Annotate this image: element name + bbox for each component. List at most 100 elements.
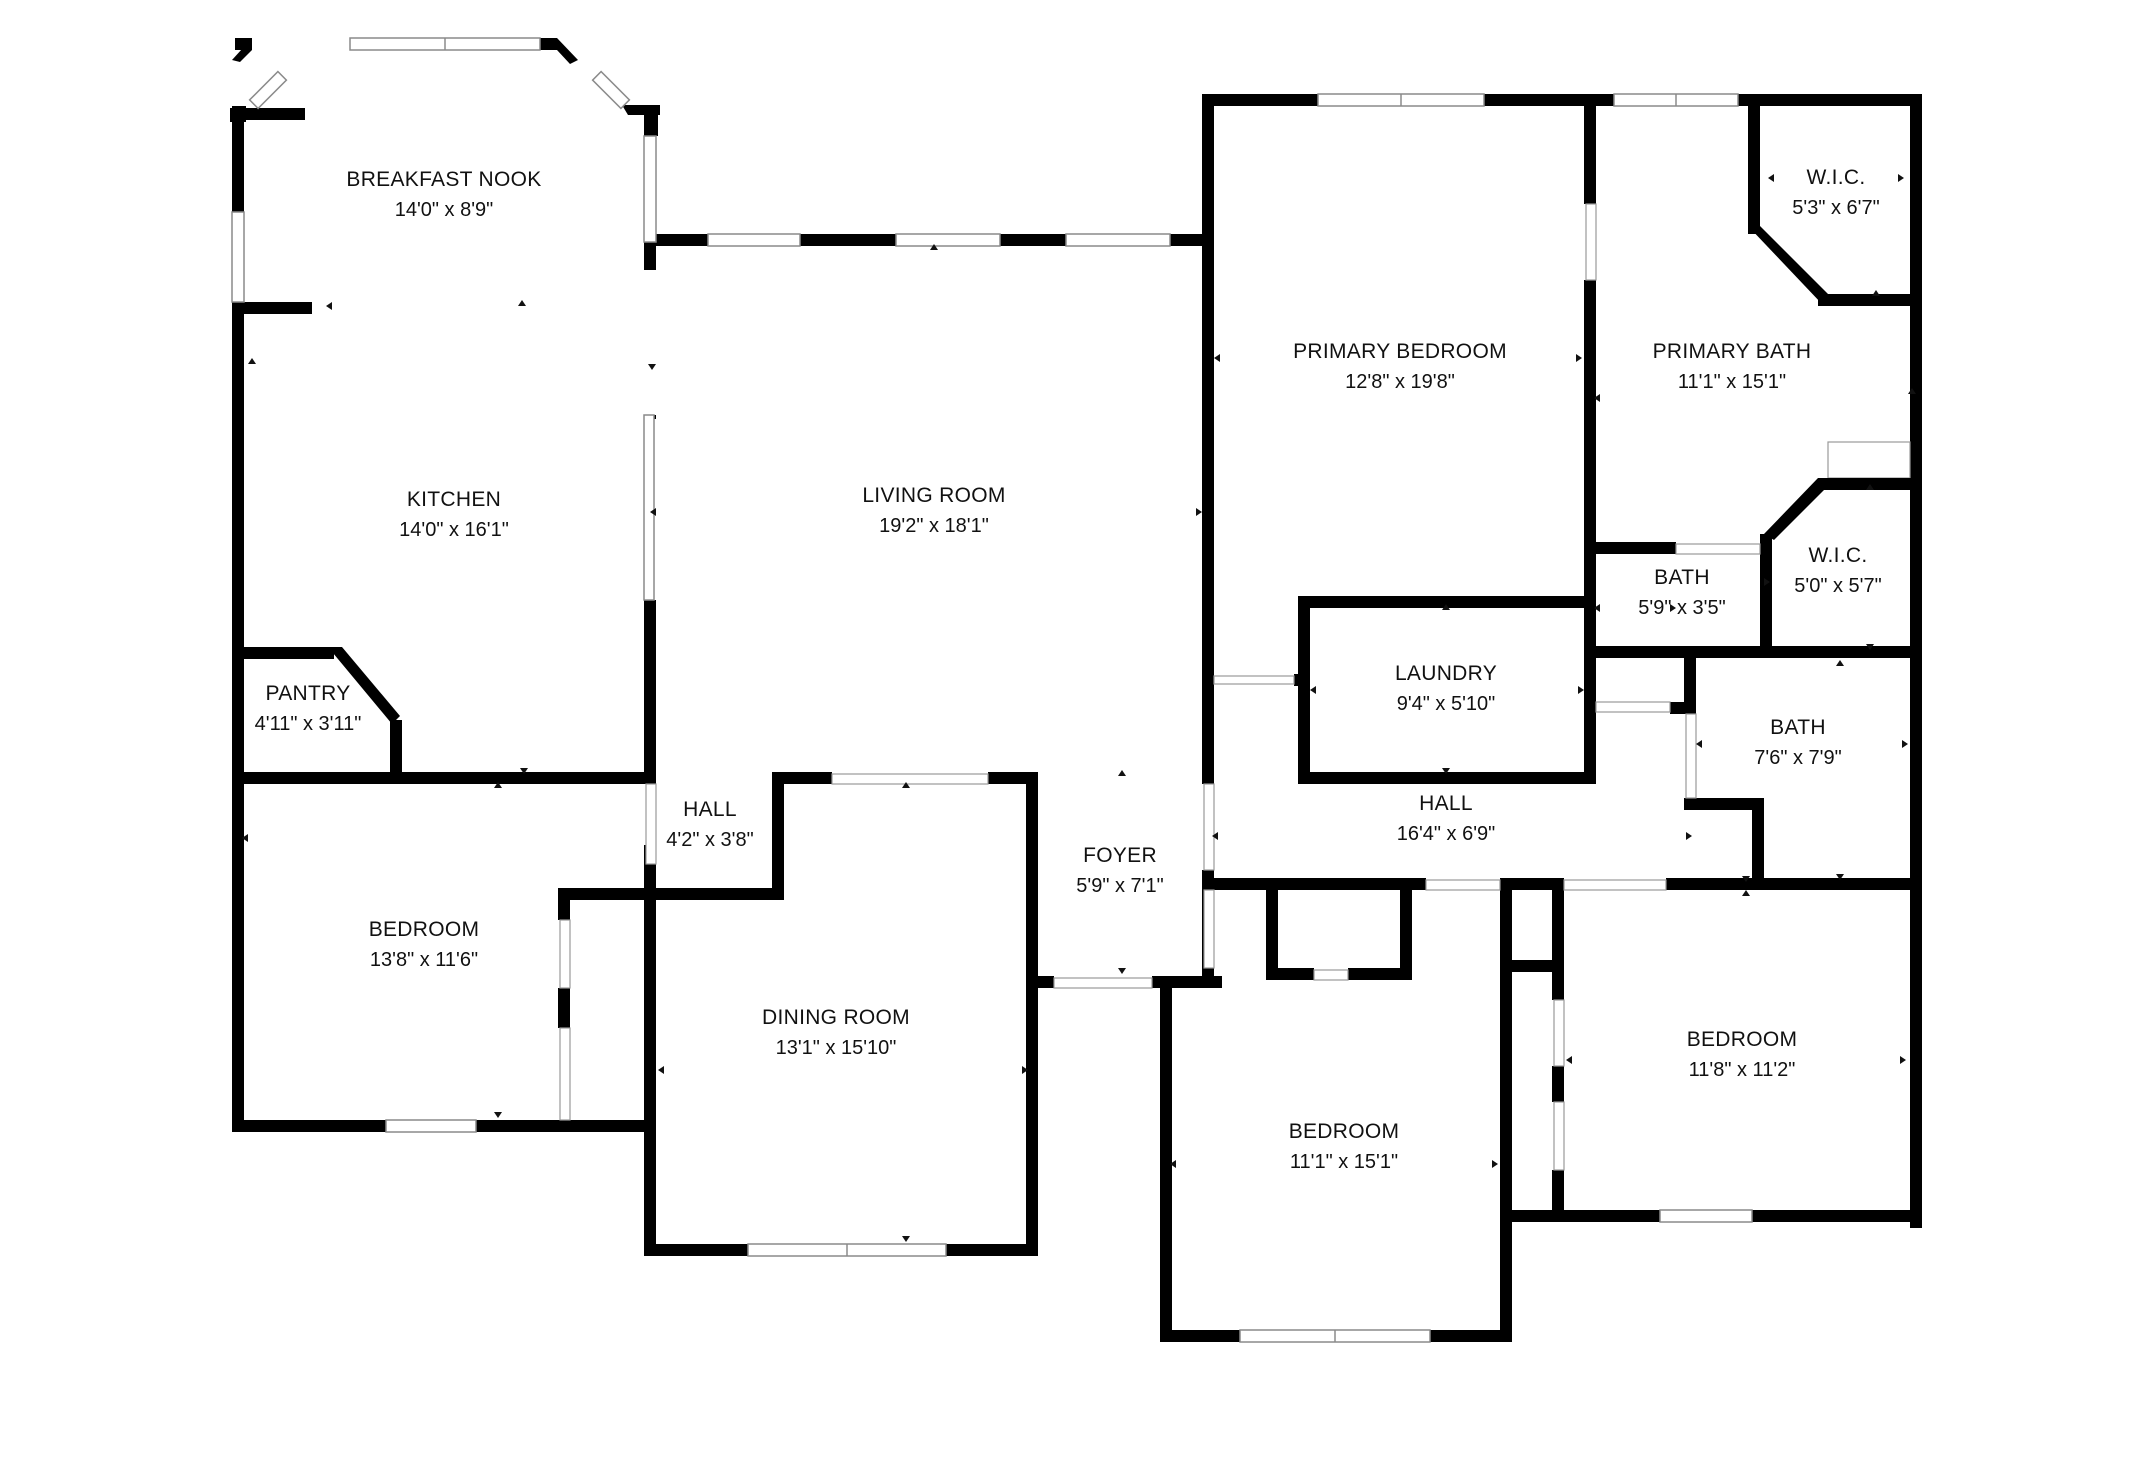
wall: [1818, 478, 1918, 490]
dimension-tick: [1566, 1056, 1572, 1064]
room-wic-lower: W.I.C. 5'0" x 5'7": [1794, 544, 1881, 597]
dimension-tick: [1196, 508, 1202, 516]
dimension-tick: [1214, 354, 1220, 362]
dimension-tick: [1768, 174, 1774, 182]
dimension-tick: [902, 782, 910, 788]
wall: [232, 302, 312, 314]
dimension-tick: [518, 300, 526, 306]
dimension-tick: [1118, 770, 1126, 776]
dimension-tick: [930, 244, 938, 250]
dimension-tick: [658, 1066, 664, 1074]
dimension-tick: [1900, 1056, 1906, 1064]
room-bath-small: BATH 5'9" x 3'5": [1638, 566, 1725, 619]
window: [895, 233, 1001, 247]
wall: [1748, 226, 1828, 304]
wall: [558, 888, 658, 900]
wall: [1584, 542, 1676, 554]
window: [1659, 1209, 1753, 1223]
dimension-tick: [1908, 388, 1916, 394]
room-dimensions: 5'3" x 6'7": [1792, 197, 1879, 219]
wall: [1670, 702, 1696, 714]
dimension-tick: [1492, 1160, 1498, 1168]
room-dimensions: 4'2" x 3'8": [666, 829, 753, 851]
room-hall-main: HALL 16'4" x 6'9": [1397, 792, 1496, 845]
wall: [1500, 1210, 1512, 1342]
room-foyer: FOYER 5'9" x 7'1": [1076, 844, 1163, 897]
door-opening: [1563, 879, 1667, 891]
dimension-tick: [1742, 890, 1750, 896]
dimension-tick: [1442, 768, 1450, 774]
room-name: BEDROOM: [1289, 1120, 1400, 1143]
dimension-tick: [1742, 876, 1750, 882]
wall: [1684, 658, 1696, 714]
room-dimensions: 19'2" x 18'1": [879, 515, 989, 537]
room-name: DINING ROOM: [762, 1006, 910, 1029]
dimension-tick: [1696, 740, 1702, 748]
room-dimensions: 14'0" x 8'9": [395, 199, 494, 221]
dimension-tick: [1576, 354, 1582, 362]
wall: [1202, 94, 1922, 106]
wall: [1684, 798, 1754, 810]
room-name: KITCHEN: [407, 488, 501, 511]
room-name: PANTRY: [265, 682, 350, 705]
dimension-tick: [1594, 394, 1600, 402]
dimension-tick: [1836, 874, 1844, 880]
room-name: BREAKFAST NOOK: [346, 168, 541, 191]
wall: [644, 888, 656, 1256]
dimension-tick: [1836, 660, 1844, 666]
wall: [390, 720, 402, 778]
door-opening: [1053, 977, 1153, 989]
wall: [557, 38, 578, 64]
room-laundry: LAUNDRY 9'4" x 5'10": [1395, 662, 1497, 715]
room-dimensions: 5'0" x 5'7": [1794, 575, 1881, 597]
dimension-tick: [1170, 1160, 1176, 1168]
door-opening: [559, 1027, 571, 1121]
room-name: PRIMARY BEDROOM: [1293, 340, 1507, 363]
window: [643, 414, 655, 601]
dimension-tick: [1578, 686, 1584, 694]
wall: [232, 38, 252, 62]
wall: [1400, 878, 1412, 978]
dimension-tick: [1212, 832, 1218, 840]
wall: [1584, 94, 1596, 204]
door-opening: [1553, 999, 1565, 1067]
wall: [232, 108, 244, 212]
dimension-ticks: [242, 174, 1916, 1242]
room-name: PRIMARY BATH: [1653, 340, 1812, 363]
room-bath-hall: BATH 7'6" x 7'9": [1754, 716, 1841, 769]
room-name: BATH: [1770, 716, 1826, 739]
wall: [1760, 534, 1772, 656]
room-dimensions: 5'9" x 3'5": [1638, 597, 1725, 619]
door-opening: [1425, 879, 1501, 891]
dimension-tick: [1902, 740, 1908, 748]
room-name: BEDROOM: [369, 918, 480, 941]
room-hall-small: HALL 4'2" x 3'8": [666, 798, 753, 851]
room-name: HALL: [1419, 792, 1473, 815]
room-dimensions: 4'11" x 3'11": [255, 713, 362, 735]
wall: [232, 302, 244, 1132]
dimension-tick: [1022, 1066, 1028, 1074]
room-name: LAUNDRY: [1395, 662, 1497, 685]
door-opening: [1313, 969, 1349, 981]
wall: [328, 647, 400, 724]
door-opening: [831, 773, 989, 785]
door-opening: [1203, 783, 1215, 871]
wall: [232, 647, 334, 659]
dimension-tick: [902, 1236, 910, 1242]
dimension-tick: [494, 782, 502, 788]
door-opening: [1685, 713, 1697, 799]
dimension-tick: [242, 834, 248, 842]
wall: [1552, 1170, 1564, 1216]
wall: [1818, 294, 1918, 306]
door-opening: [1675, 543, 1761, 555]
room-dimensions: 11'8" x 11'2": [1689, 1059, 1796, 1081]
wall: [1202, 94, 1214, 784]
room-primary-bath: PRIMARY BATH 11'1" x 15'1": [1653, 340, 1812, 393]
dimension-tick: [494, 1112, 502, 1118]
door-openings: [559, 203, 1761, 1171]
wall: [1584, 280, 1596, 660]
wall: [644, 888, 778, 900]
dimension-tick: [1872, 290, 1880, 296]
wall: [1764, 478, 1828, 540]
wall: [1752, 798, 1764, 890]
